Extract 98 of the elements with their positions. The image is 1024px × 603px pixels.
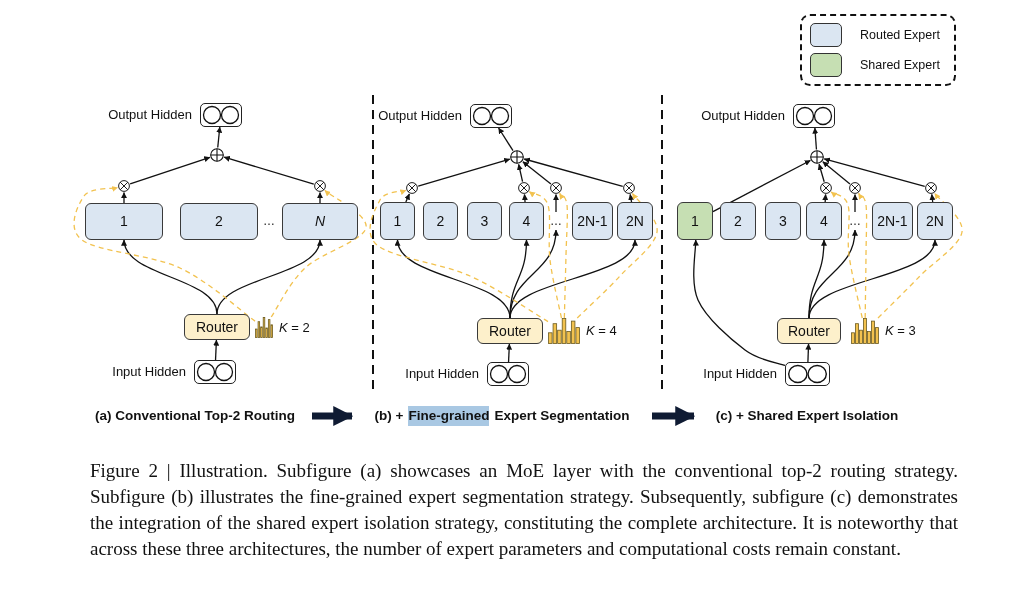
arrow [929, 193, 936, 203]
expert-box: 4 [806, 202, 842, 240]
router-box: Router [477, 318, 543, 344]
sum-circle [810, 150, 824, 164]
arrow [523, 157, 624, 187]
arrow [129, 156, 211, 185]
multiply-circle [406, 182, 418, 194]
expert-box: 2 [180, 203, 258, 240]
k-label: K = 3 [885, 322, 916, 340]
arrow [822, 193, 829, 203]
arrow [216, 239, 322, 315]
multiply-circle [623, 182, 635, 194]
expert-box: 2N [617, 202, 653, 240]
k-label: K = 4 [586, 322, 617, 340]
histogram-icon [548, 318, 580, 344]
expert-box: 2N-1 [572, 202, 613, 240]
arrow [822, 161, 851, 185]
multiply-circle [118, 180, 130, 192]
arrow [223, 155, 315, 185]
hidden-state-box [785, 362, 830, 386]
multiply-circle [314, 180, 326, 192]
arrow [823, 157, 926, 187]
figure-caption: Figure 2 | Illustration. Subfigure (a) showcases an MoE layer with the conventional top-2 routing strategy. Subfigure (b) illustrates the fine-grained expert segmentation strategy. Subsequently, subfigure (c) demonstrates the integration of the shared expert isolation strategy, constituting the complete architecture. It is noteworthy that across these three architectures, the number of expert parameters and computational costs remain constant. [90, 459, 958, 561]
legend-label: Routed Expert [860, 26, 940, 44]
dashed-arrow [270, 189, 367, 318]
arrow [516, 163, 524, 183]
expert-box: 1 [380, 202, 415, 240]
hidden-state-box [793, 104, 835, 128]
dashed-arrow [558, 192, 568, 319]
histogram-icon [255, 317, 273, 338]
hidden-state-box [200, 103, 242, 127]
arrow [628, 193, 635, 203]
arrow [509, 229, 559, 319]
dashed-arrow [576, 192, 658, 319]
layer-label: Output Hidden [701, 107, 785, 125]
ellipsis-text: … [848, 212, 862, 230]
layer-label: Input Hidden [405, 365, 479, 383]
expert-box: 2 [423, 202, 458, 240]
hidden-state-box [487, 362, 529, 386]
expert-box: N [282, 203, 358, 240]
arrow [522, 161, 552, 185]
multiply-circle [849, 182, 861, 194]
arrow [213, 339, 220, 361]
expert-box: 2N-1 [872, 202, 913, 240]
arrow [852, 193, 858, 213]
arrow [497, 127, 514, 152]
expert-box: 1 [85, 203, 163, 240]
ellipsis-text: … [263, 213, 275, 230]
arrow [521, 193, 528, 203]
dashed-arrow [528, 191, 563, 319]
dashed-arrow [830, 191, 863, 319]
subfigure-title: (b) + Fine-grained Expert Segmentation [352, 405, 652, 427]
arrow [817, 163, 825, 183]
expert-box: 1 [677, 202, 713, 240]
arrow [812, 127, 819, 151]
hidden-state-box [470, 104, 512, 128]
histogram-icon [851, 318, 879, 344]
arrow [121, 191, 127, 204]
arrow [417, 157, 511, 187]
expert-box: 4 [509, 202, 544, 240]
dashed-arrow [369, 188, 549, 323]
subfigure-title: (c) + Shared Expert Isolation [694, 405, 920, 427]
hidden-state-box [194, 360, 236, 384]
arrow [509, 239, 637, 319]
multiply-circle [550, 182, 562, 194]
layer-label: Input Hidden [112, 363, 186, 381]
multiply-circle [820, 182, 832, 194]
arrow [712, 159, 811, 213]
dashed-arrow [73, 185, 256, 322]
layer-label: Output Hidden [108, 106, 192, 124]
dashed-arrow [877, 192, 963, 319]
dashed-arrow [857, 192, 868, 319]
sum-circle [210, 148, 224, 162]
expert-box: 2N [917, 202, 953, 240]
router-box: Router [184, 314, 250, 340]
arrow [808, 229, 858, 319]
multiply-circle [518, 182, 530, 194]
expert-box: 3 [765, 202, 801, 240]
sum-circle [510, 150, 524, 164]
arrow [808, 239, 937, 319]
k-label: K = 2 [279, 318, 310, 337]
router-box: Router [777, 318, 841, 344]
subfigure-title: (a) Conventional Top-2 Routing [78, 405, 312, 427]
arrow [805, 343, 812, 363]
arrow [553, 193, 559, 213]
multiply-circle [925, 182, 937, 194]
expert-box: 3 [467, 202, 502, 240]
arrow [317, 191, 323, 204]
ellipsis-text: … [549, 212, 563, 230]
arrow [122, 239, 218, 315]
legend-label: Shared Expert [860, 56, 940, 74]
expert-box: 2 [720, 202, 756, 240]
arrow [692, 239, 786, 366]
layer-label: Input Hidden [703, 365, 777, 383]
arrow [216, 126, 223, 149]
arrow [506, 343, 513, 363]
arrow [404, 193, 411, 203]
layer-label: Output Hidden [378, 107, 462, 125]
